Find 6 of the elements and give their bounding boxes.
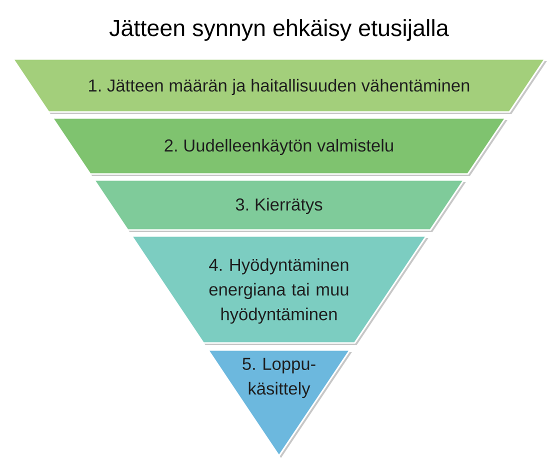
funnel-tip: 5. Loppu- käsittely <box>207 349 352 458</box>
funnel-band: 1. Jätteen määrän ja haitallisuuden vähentäminen <box>12 58 547 114</box>
funnel-band: 4. Hyödyntäminen energiana tai muu hyödyntäminen <box>130 235 428 345</box>
title: Jätteen synnyn ehkäisy etusijalla <box>109 19 449 41</box>
funnel-band: 3. Kierrätys <box>93 179 466 232</box>
funnel-band: 2. Uudelleenkäytön valmistelu <box>52 117 508 176</box>
